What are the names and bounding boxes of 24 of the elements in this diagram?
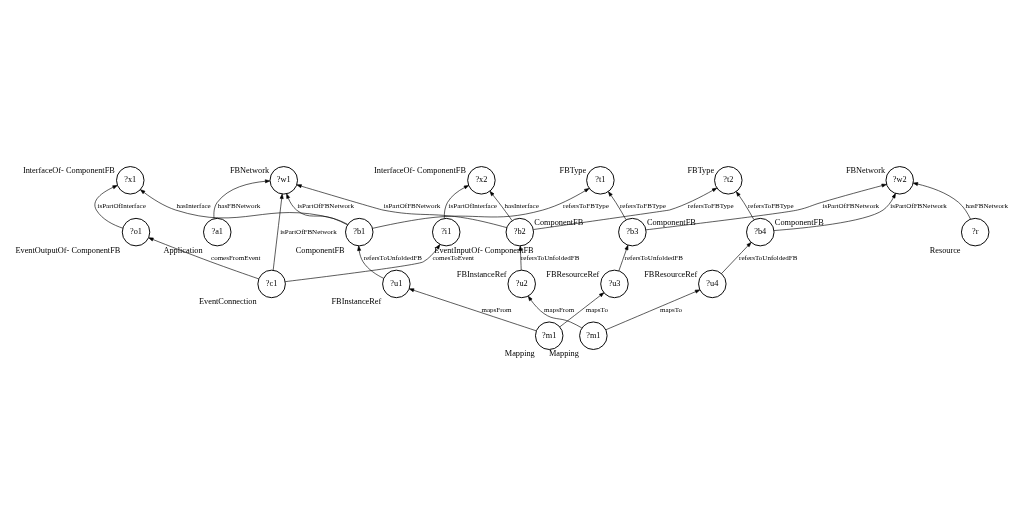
arrow	[296, 183, 507, 228]
arrow	[285, 193, 348, 225]
arrow	[213, 178, 270, 219]
arrow	[532, 187, 717, 230]
arrow	[735, 190, 754, 220]
arrow	[527, 295, 582, 328]
arrow	[489, 190, 512, 221]
arrow	[139, 188, 348, 225]
arrow	[559, 291, 604, 327]
arrow	[912, 181, 971, 219]
arrow	[443, 184, 469, 219]
arrow	[147, 237, 259, 279]
arrow	[408, 287, 536, 331]
arrow	[272, 193, 284, 270]
arrow	[618, 244, 628, 271]
arrow	[645, 183, 887, 230]
arrow	[605, 289, 700, 330]
arrow	[284, 243, 440, 282]
arrow	[773, 192, 896, 231]
arrow	[371, 187, 589, 229]
arrow	[607, 190, 626, 220]
arrow	[720, 241, 751, 274]
arrow	[94, 184, 123, 228]
arrow	[356, 245, 384, 279]
